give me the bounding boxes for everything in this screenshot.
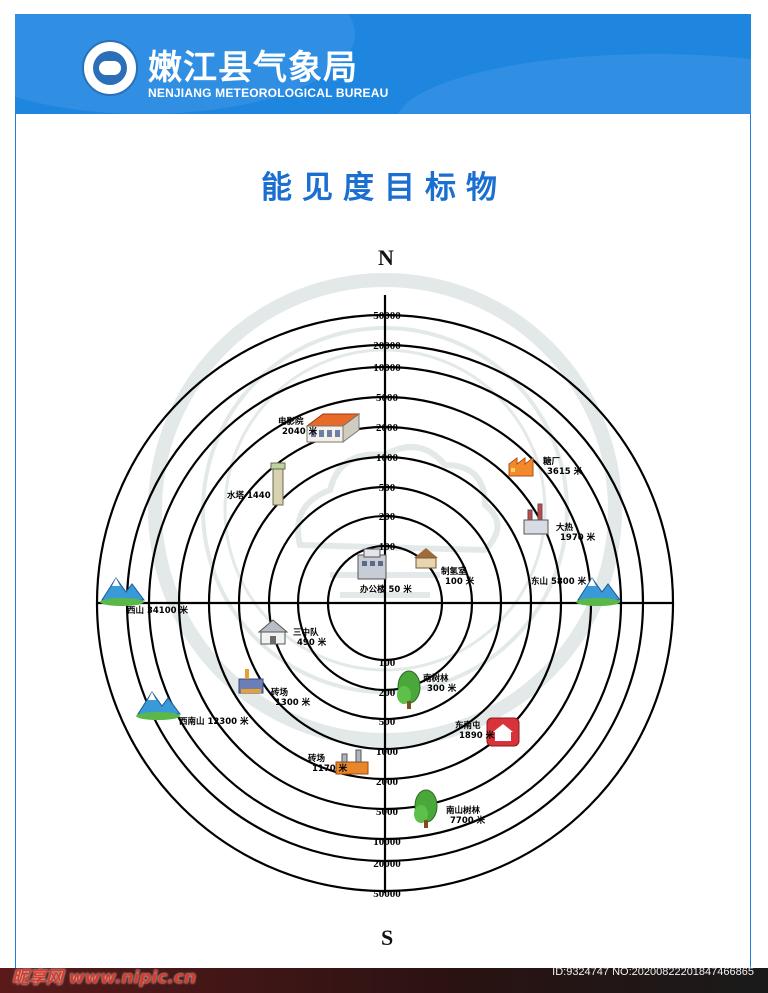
bureau-logo-icon [82,40,138,96]
target-name: 糖厂 [543,456,561,467]
target-name: 西山 34100 米 [127,605,188,616]
target-distance: 1170 米 [312,763,348,774]
ring-label: 10000 [373,836,401,848]
target-label: 东山 5800 米 [531,576,587,587]
target-name: 砖场 [271,687,289,698]
org-title: 嫩江县气象局 [148,48,358,88]
target-name: 东南屯 [455,720,481,731]
factory-icon [335,749,369,775]
mountain-icon [136,691,181,720]
ring-label: 5000 [376,806,399,818]
ring-label: 200 [379,687,396,699]
target-name: 砖场 [308,753,326,764]
target-distance: 1970 米 [560,532,596,543]
target-name: 三中队 [293,627,319,638]
brick-factory-icon [238,669,264,694]
ring-label: 2000 [376,776,399,788]
target-label: 西山 34100 米 [127,605,188,616]
target-distance: 300 米 [427,683,457,694]
ring-label: 200 [379,511,396,523]
factory-icon [508,457,534,477]
ring-label: 500 [379,482,396,494]
target-label: 水塔 1440 [226,490,271,501]
hydrogen-house-icon [414,548,438,569]
target-name: 办公楼 50 米 [360,584,412,595]
page-title: 能见度目标物 [261,170,507,206]
header-banner [15,14,751,114]
target-distance: 1300 米 [275,697,311,708]
target-name: 制氢室 [441,566,467,577]
ring-label: 2000 [376,422,399,434]
cinema-icon [305,413,361,443]
target-name: 大热 [556,522,574,533]
mountain-icon [576,577,621,606]
target-name: 南山树林 [446,805,481,816]
ring-label: 50000 [373,888,401,900]
ring-label: 20000 [373,340,401,352]
house-icon [257,619,289,645]
target-name: 水塔 1440 [226,490,271,501]
mountain-icon [100,577,145,606]
image-id: ID:9324747 NO:20200822201847466865 [552,966,754,978]
ring-label: 100 [379,541,396,553]
tree-icon [397,670,421,709]
ring-label: 20000 [373,858,401,870]
ring-label: 1000 [376,452,399,464]
target-distance: 1890 米 [459,730,495,741]
ring-label: 100 [379,657,396,669]
target-label: 办公楼 50 米 [360,584,412,595]
tree-icon [414,789,438,828]
target-label: 西南山 12300 米 [179,716,249,727]
target-distance: 3615 米 [547,466,583,477]
watermark-logo: 昵享网 www.nipic.cn [12,968,197,988]
target-distance: 2040 米 [282,426,318,437]
target-name: 西南山 12300 米 [179,716,249,727]
ring-label: 10000 [373,362,401,374]
water-tower-icon [270,462,286,506]
south-label: S [381,925,394,950]
footer [0,958,768,993]
ring-label: 500 [379,716,396,728]
target-distance: 490 米 [297,637,327,648]
target-distance: 100 米 [445,576,475,587]
target-name: 东山 5800 米 [531,576,587,587]
ring-label: 50000 [373,310,401,322]
target-distance: 7700 米 [450,815,486,826]
north-label: N [378,245,394,270]
ring-label: 1000 [376,746,399,758]
office-building-icon [357,548,387,580]
org-subtitle: NENJIANG METEOROLOGICAL BUREAU [148,86,389,100]
target-name: 电影院 [278,416,304,427]
target-name: 南树林 [423,673,449,684]
power-plant-icon [523,503,549,535]
village-icon [486,717,520,747]
ring-label: 5000 [376,392,399,404]
